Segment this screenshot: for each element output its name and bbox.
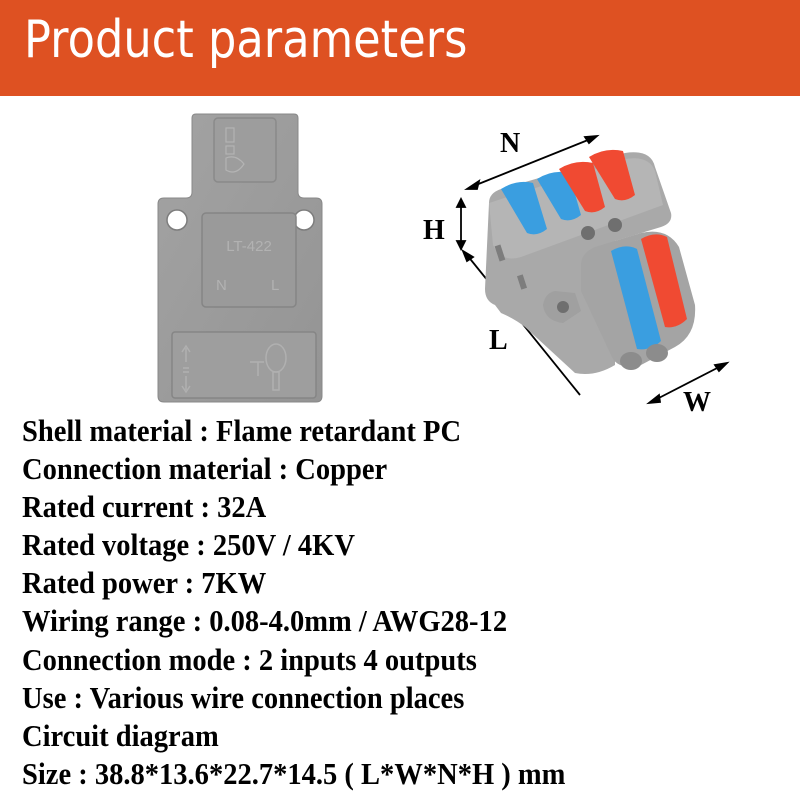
spec-use: Use : Various wire connection places bbox=[22, 679, 465, 715]
connector-iso-illustration: N H L W bbox=[423, 128, 730, 418]
terminal-n-label: N bbox=[216, 277, 227, 294]
spec-shell-material: Shell material : Flame retardant PC bbox=[22, 413, 462, 448]
dimension-h-label: H bbox=[423, 215, 445, 246]
dimension-n-label: N bbox=[500, 128, 520, 159]
model-label: LT-422 bbox=[226, 238, 272, 255]
product-iso-view-image: N H L W bbox=[405, 115, 745, 420]
page-title: Product parameters bbox=[24, 10, 468, 70]
spec-list: Shell material : Flame retardant PC Conn… bbox=[22, 412, 782, 793]
spec-wiring-range: Wiring range : 0.08-4.0mm / AWG28-12 bbox=[22, 603, 508, 639]
header-banner: Product parameters bbox=[0, 0, 800, 96]
spec-connection-mode: Connection mode : 2 inputs 4 outputs bbox=[22, 641, 477, 677]
connector-back-illustration: LT-422 N L bbox=[157, 113, 323, 403]
dimension-l-label: L bbox=[489, 325, 508, 356]
spec-circuit-diagram: Circuit diagram bbox=[22, 717, 219, 753]
spec-rated-voltage: Rated voltage : 250V / 4KV bbox=[22, 527, 355, 563]
spec-rated-power: Rated power : 7KW bbox=[22, 565, 267, 601]
dimension-w-label: W bbox=[683, 387, 711, 418]
product-back-view-image: LT-422 N L bbox=[150, 110, 350, 410]
spec-rated-current: Rated current : 32A bbox=[22, 489, 267, 525]
spec-size: Size : 38.8*13.6*22.7*14.5 ( L*W*N*H ) m… bbox=[22, 755, 566, 791]
spec-connection-material: Connection material : Copper bbox=[22, 451, 388, 487]
terminal-l-label: L bbox=[271, 277, 279, 294]
